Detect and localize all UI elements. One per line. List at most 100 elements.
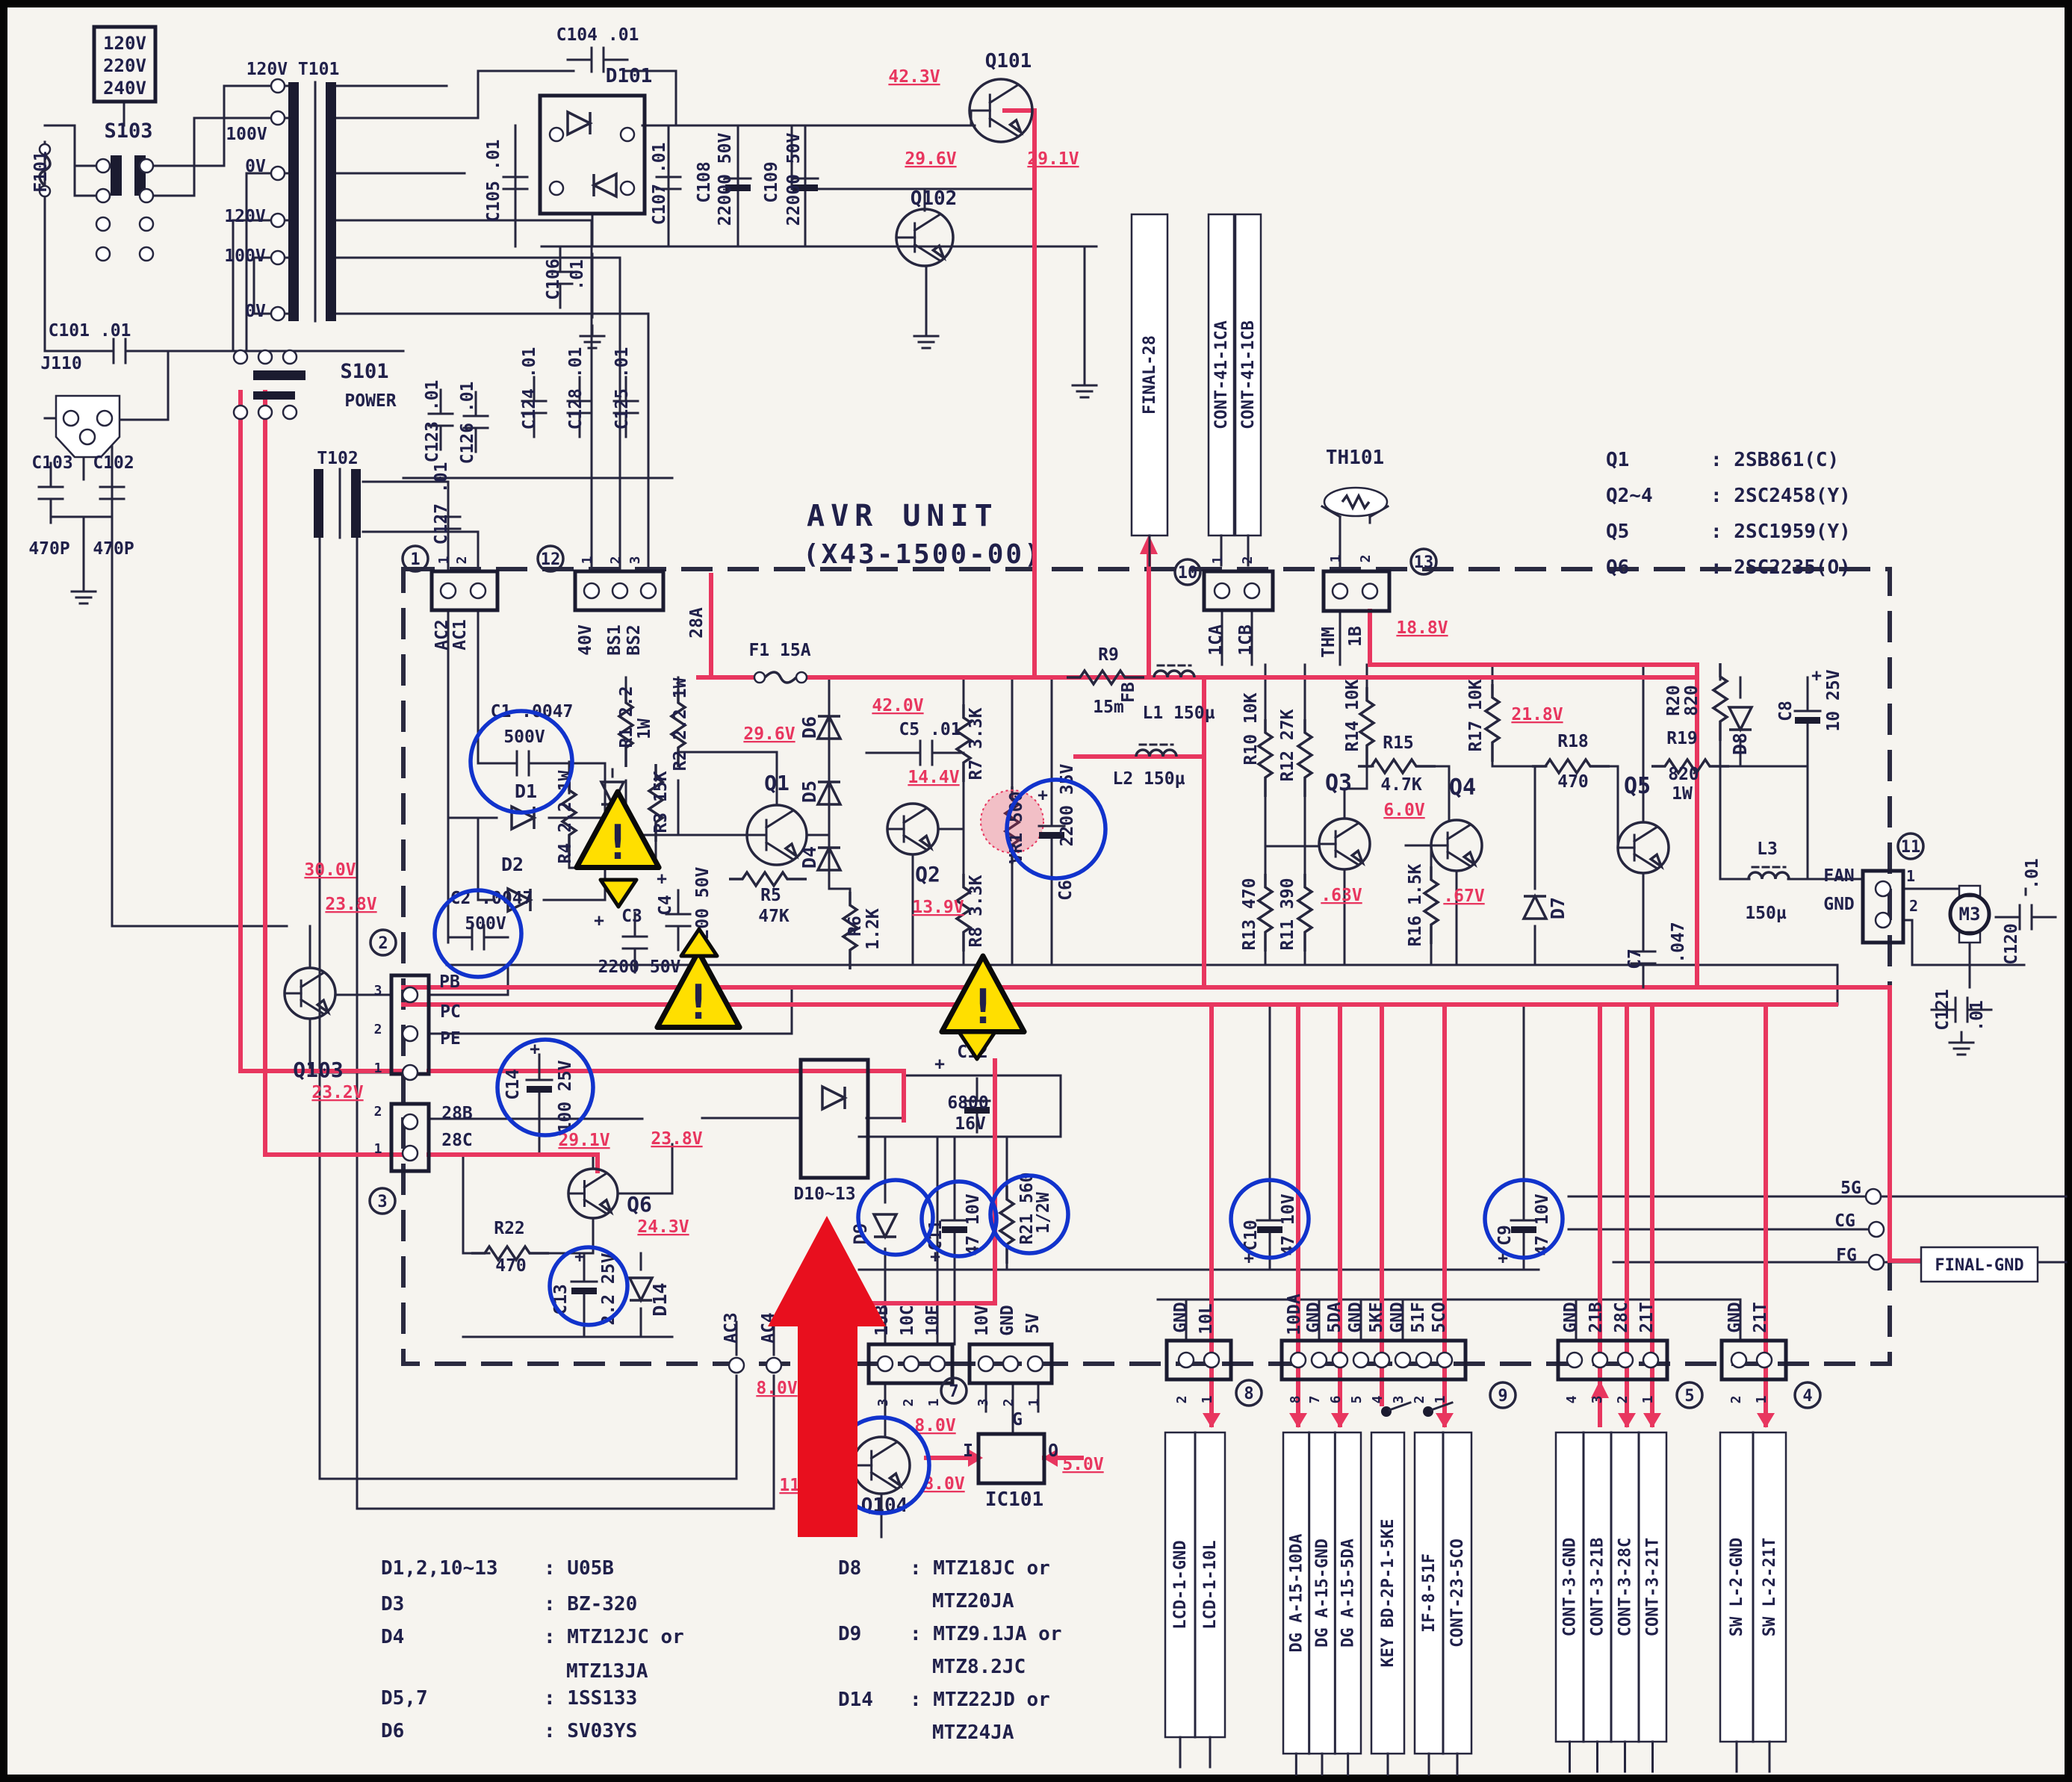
label-d6: D6 xyxy=(798,716,820,739)
terminal-pin xyxy=(1867,1220,1885,1238)
label-6: 6 xyxy=(1328,1396,1344,1404)
warning-triangle-icon xyxy=(574,789,662,870)
label-2200-50v: 2200 50V xyxy=(598,957,681,977)
transistor-table-ref: Q2~4 xyxy=(1606,485,1653,507)
d101-diode xyxy=(591,172,618,199)
wire xyxy=(764,809,795,830)
interface-label: CONT-41-1CB xyxy=(1239,320,1258,429)
label-c6: C6 xyxy=(1056,880,1076,901)
label-l3: L3 xyxy=(1757,839,1778,859)
label-1b: 1B xyxy=(1346,626,1365,647)
label-q5: Q5 xyxy=(1624,773,1651,799)
label-gnd: GND xyxy=(1725,1302,1745,1333)
interface-box xyxy=(1282,1431,1362,1755)
label-c127-.01: C127 .01 xyxy=(432,462,451,545)
voltage-label-29.1v: 29.1V xyxy=(558,1131,609,1150)
warning-pointer-up xyxy=(679,927,719,958)
label-500v: 500V xyxy=(503,727,545,747)
label-r5: R5 xyxy=(760,886,781,905)
label-1cb: 1CB xyxy=(1236,624,1256,656)
resistor xyxy=(616,689,636,767)
resistor xyxy=(954,874,973,951)
voltage-selector-option: 220V xyxy=(103,55,146,76)
voltage-label-29.1v: 29.1V xyxy=(1027,149,1079,169)
connector-9-pin xyxy=(1310,1351,1328,1369)
bridge-node xyxy=(548,180,565,196)
s103-pin xyxy=(138,216,155,232)
label-5co: 5CO xyxy=(1430,1302,1449,1333)
label-c105-.01: C105 .01 xyxy=(484,140,503,223)
label-d8: D8 xyxy=(1729,733,1751,755)
label-3: 3 xyxy=(627,556,643,565)
label-150µ: 150µ xyxy=(1745,904,1787,923)
label-3: 3 xyxy=(1391,1396,1406,1404)
label-47-10v: 47 10V xyxy=(1533,1193,1552,1255)
label-ac2: AC2 xyxy=(432,619,452,651)
label-28c: 28C xyxy=(441,1131,473,1150)
circled-number-4 xyxy=(1793,1381,1822,1409)
t101-core xyxy=(288,82,299,321)
wire xyxy=(869,1471,899,1491)
interface-box xyxy=(1207,213,1235,537)
label-j110: J110 xyxy=(40,354,81,373)
circled-number-12 xyxy=(536,544,565,573)
label-6800: 6800 xyxy=(947,1093,988,1113)
label-r17-10k: R17 10K xyxy=(1466,679,1486,751)
connector-11-fan-pin xyxy=(1874,911,1892,929)
label-2: 2 xyxy=(1728,1396,1744,1404)
label-40v: 40V xyxy=(576,624,595,656)
connector-9-pin xyxy=(1415,1351,1433,1369)
label-gnd: GND xyxy=(1304,1302,1324,1333)
label-d5: D5 xyxy=(798,780,820,803)
wire xyxy=(300,998,326,1016)
label-q2: Q2 xyxy=(915,862,940,887)
t102-core xyxy=(351,469,361,538)
label-1: 1 xyxy=(1210,556,1226,565)
ic101-regulator xyxy=(976,1432,1046,1485)
label-c101-.01: C101 .01 xyxy=(49,321,131,341)
label-r3-15k: R3 15K xyxy=(651,771,671,833)
interface-label: DG A-15-10DA xyxy=(1287,1534,1306,1653)
connector-5-pin xyxy=(1642,1351,1660,1369)
label-c102: C102 xyxy=(93,453,134,473)
j110-pin xyxy=(78,428,96,446)
terminal-pin xyxy=(765,1356,783,1374)
label-470p: 470P xyxy=(93,539,134,559)
label-r2-2.2-1w: R2 2.2 1W xyxy=(671,678,690,772)
wire xyxy=(902,807,928,825)
emitter-arrow xyxy=(1008,118,1024,136)
transistor-table-ref: Q5 xyxy=(1606,521,1629,543)
voltage-label-6.0v: 6.0V xyxy=(1383,801,1425,820)
label-thm: THM xyxy=(1319,627,1339,658)
voltage-label-23.2v: 23.2V xyxy=(311,1083,363,1102)
label-d101: D101 xyxy=(606,65,653,87)
label-r9: R9 xyxy=(1098,645,1119,665)
label-th101: TH101 xyxy=(1326,447,1384,469)
d10-13-rectifier-box xyxy=(798,1058,870,1180)
connector-7-pin xyxy=(1026,1355,1044,1373)
label-r11-390: R11 390 xyxy=(1278,878,1297,951)
label-1: 1 xyxy=(374,1061,382,1076)
label-r8-3.3k: R8 3.3K xyxy=(967,875,986,947)
label-ac1: AC1 xyxy=(450,619,470,651)
electrolytic-cap xyxy=(1257,1226,1282,1233)
diode-table-part-alt: MTZ13JA xyxy=(566,1660,648,1683)
connector-12-pin xyxy=(639,582,657,600)
diode-table-part: : U05B xyxy=(544,1557,614,1580)
label-gnd: GND xyxy=(1823,895,1855,914)
connector-10-pin xyxy=(1213,582,1231,600)
connector-10 xyxy=(1202,569,1275,612)
diode-table-part: : MTZ9.1JA or xyxy=(910,1623,1062,1645)
wire xyxy=(300,971,326,989)
connector-2-pin xyxy=(401,1064,419,1081)
label-c8: C8 xyxy=(1776,701,1796,721)
label-gnd: GND xyxy=(998,1305,1017,1336)
connector-1-pin xyxy=(469,582,487,600)
transistor-table-ref: Q6 xyxy=(1606,556,1629,579)
label-7: 7 xyxy=(1307,1396,1323,1404)
s103-pin xyxy=(95,187,111,204)
label-100v: 100V xyxy=(224,246,266,266)
t101-tap-pin xyxy=(270,249,286,266)
annotation-circle xyxy=(432,888,524,979)
label-r19: R19 xyxy=(1666,729,1698,748)
